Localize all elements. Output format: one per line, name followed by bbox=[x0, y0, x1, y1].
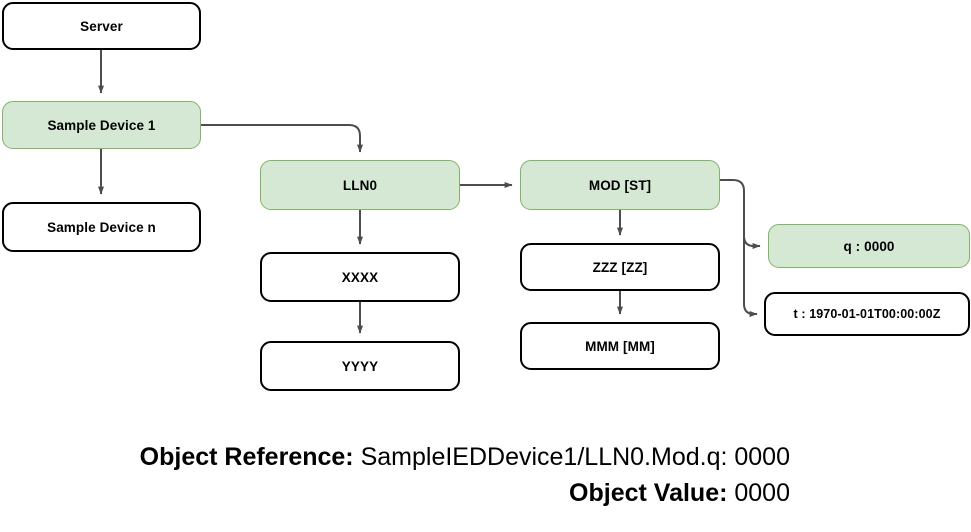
edge-mod-to-t bbox=[743, 191, 758, 318]
node-lln0[interactable]: LLN0 bbox=[260, 160, 460, 210]
node-mmm-mm[interactable]: MMM [MM] bbox=[520, 322, 720, 370]
node-zzz-zz[interactable]: ZZZ [ZZ] bbox=[520, 243, 720, 291]
node-label: MOD [ST] bbox=[588, 177, 652, 193]
node-yyyy[interactable]: YYYY bbox=[260, 341, 460, 391]
node-label: q : 0000 bbox=[843, 238, 895, 254]
node-mod-st[interactable]: MOD [ST] bbox=[520, 160, 720, 210]
object-reference-label: Object Reference: bbox=[139, 443, 354, 471]
node-t-value[interactable]: t : 1970-01-01T00:00:00Z bbox=[764, 292, 970, 336]
node-xxxx[interactable]: XXXX bbox=[260, 252, 460, 302]
node-label: LLN0 bbox=[342, 177, 378, 193]
object-value-value: 0000 bbox=[734, 478, 790, 507]
object-reference-row: Object Reference: SampleIEDDevice1/LLN0.… bbox=[0, 440, 790, 476]
node-label: YYYY bbox=[341, 358, 379, 374]
node-label: Sample Device 1 bbox=[47, 117, 156, 133]
node-label: XXXX bbox=[341, 269, 379, 285]
node-sample-device-n[interactable]: Sample Device n bbox=[2, 202, 201, 252]
node-label: Server bbox=[80, 18, 123, 34]
caption-block: Object Reference: SampleIEDDevice1/LLN0.… bbox=[0, 440, 790, 511]
edge-mod-to-q bbox=[720, 179, 761, 250]
node-label: MMM [MM] bbox=[585, 338, 655, 354]
node-sample-device-1[interactable]: Sample Device 1 bbox=[2, 101, 201, 149]
node-q-value[interactable]: q : 0000 bbox=[768, 224, 970, 268]
object-reference-value: SampleIEDDevice1/LLN0.Mod.q: 0000 bbox=[360, 443, 790, 471]
node-label: t : 1970-01-01T00:00:00Z bbox=[793, 307, 941, 321]
node-label: Sample Device n bbox=[47, 219, 156, 235]
object-value-label: Object Value: bbox=[569, 478, 728, 507]
node-label: ZZZ [ZZ] bbox=[592, 259, 648, 275]
edge-device1-to-lln0 bbox=[201, 124, 363, 153]
node-server[interactable]: Server bbox=[2, 2, 201, 50]
object-value-row: Object Value: 0000 bbox=[0, 476, 790, 512]
